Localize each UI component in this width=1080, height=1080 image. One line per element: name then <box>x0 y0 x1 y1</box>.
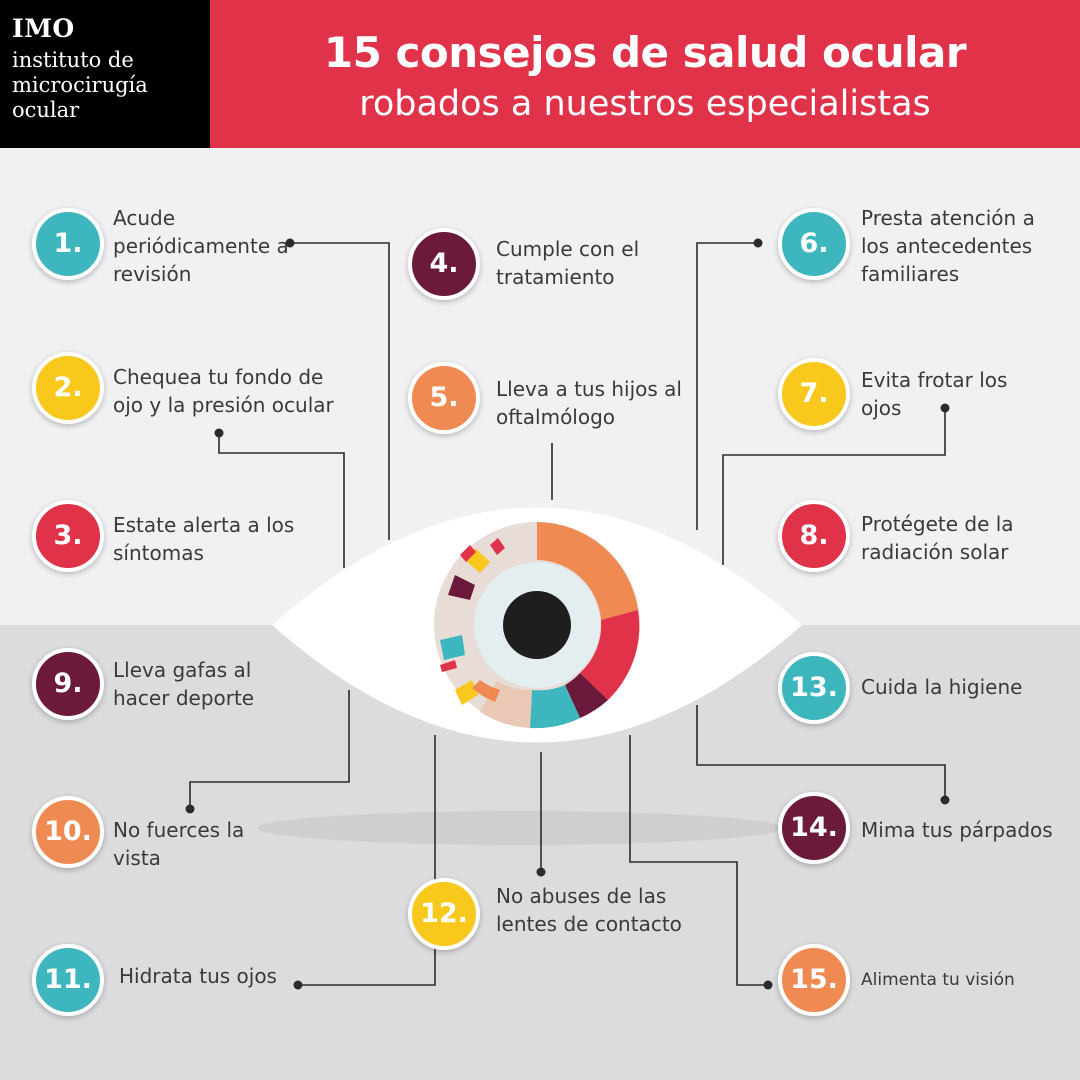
tip-8-text: Protégete de la radiación solar <box>861 512 1014 564</box>
tip-3-number: 3. <box>32 500 104 572</box>
connector-lines <box>189 242 946 986</box>
tip-2-text: Chequea tu fondo de ojo y la presión ocu… <box>113 365 334 417</box>
iris <box>434 522 640 729</box>
tip-7-text: Evita frotar los ojos <box>861 368 1008 420</box>
tip-11-number: 11. <box>32 944 104 1016</box>
tip-9-text: Lleva gafas al hacer deporte <box>113 658 255 710</box>
tip-1-number: 1. <box>32 208 104 280</box>
tip-15-text: Alimenta tu visión <box>861 970 1015 990</box>
tip-15-number: 15. <box>778 944 850 1016</box>
tip-5-number: 5. <box>408 362 480 434</box>
tip-1-text: Acude periódicamente a revisión <box>113 206 289 286</box>
tip-12-text: No abuses de las lentes de contacto <box>496 884 682 936</box>
tip-13-text: Cuida la higiene <box>861 675 1023 699</box>
connector-dots <box>185 238 950 990</box>
logo-brand: IMO <box>12 14 75 43</box>
tip-6-text: Presta atención a los antecedentes famil… <box>861 206 1035 286</box>
page-subtitle: robados a nuestros especialistas <box>359 84 931 124</box>
tip-6-number: 6. <box>778 208 850 280</box>
tip-10-text: No fuerces la vista <box>113 818 245 870</box>
tip-13-number: 13. <box>778 652 850 724</box>
tip-11-text: Hidrata tus ojos <box>119 964 277 988</box>
tip-14-number: 14. <box>778 792 850 864</box>
logo: IMO instituto de microcirugía ocular <box>0 0 210 148</box>
logo-subtitle: instituto de microcirugía ocular <box>12 48 148 122</box>
tip-7-number: 7. <box>778 358 850 430</box>
tip-14-text: Mima tus párpados <box>861 818 1053 842</box>
pupil <box>503 591 571 659</box>
tip-3-text: Estate alerta a los síntomas <box>113 513 295 565</box>
tip-2-number: 2. <box>32 352 104 424</box>
header-banner: 15 consejos de salud ocular robados a nu… <box>210 0 1080 148</box>
tip-9-number: 9. <box>32 648 104 720</box>
eye-shadow <box>258 811 782 845</box>
page-title: 15 consejos de salud ocular <box>323 28 967 77</box>
tip-4-text: Cumple con el tratamiento <box>496 237 640 289</box>
tip-10-number: 10. <box>32 796 104 868</box>
tip-8-number: 8. <box>778 500 850 572</box>
tip-5-text: Lleva a tus hijos al oftalmólogo <box>496 377 682 429</box>
tip-4-number: 4. <box>408 228 480 300</box>
tip-12-number: 12. <box>408 878 480 950</box>
